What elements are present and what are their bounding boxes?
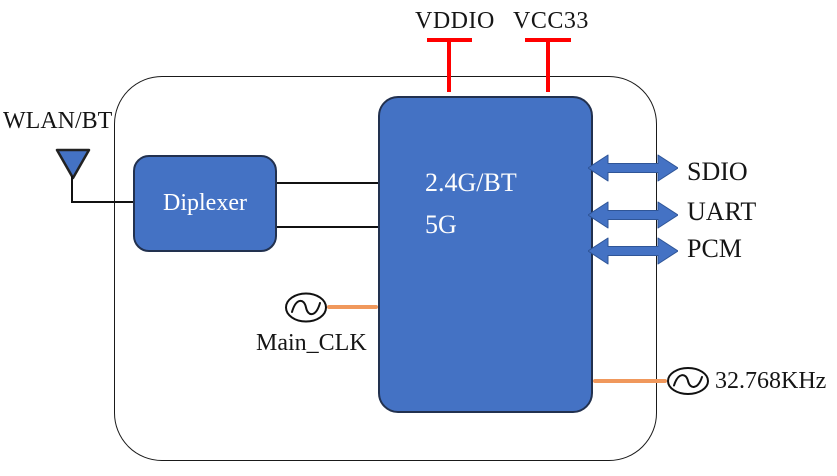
- rtc-clk-line: [593, 379, 667, 383]
- vcc33-label: VCC33: [513, 8, 589, 34]
- main-chip-labels: 2.4G/BT 5G: [425, 162, 517, 246]
- antenna-stem-line: [71, 176, 73, 203]
- sdio-label: SDIO: [687, 157, 748, 186]
- main-chip-line2: 5G: [425, 210, 457, 239]
- vcc33-pin-stem: [546, 38, 550, 92]
- main-clk-label: Main_CLK: [256, 330, 367, 356]
- uart-label: UART: [687, 197, 757, 226]
- main-chip-line1: 2.4G/BT: [425, 168, 517, 197]
- main-clk-line: [327, 305, 378, 309]
- diplexer-label: Diplexer: [163, 190, 247, 216]
- main-clk-oscillator-icon: [285, 292, 327, 323]
- pcm-double-arrow-icon: [588, 237, 678, 265]
- uart-double-arrow-icon: [588, 201, 678, 229]
- rtc-oscillator-icon: [667, 367, 709, 395]
- vddio-label: VDDIO: [415, 8, 495, 34]
- sdio-double-arrow-icon: [588, 154, 678, 182]
- rtc-clk-label: 32.768KHz: [715, 368, 827, 394]
- rf-line-24g: [277, 182, 378, 184]
- vddio-pin-stem: [447, 38, 451, 92]
- antenna-label: WLAN/BT: [3, 108, 113, 134]
- main-chip-block: 2.4G/BT 5G: [378, 96, 593, 413]
- module-boundary: [114, 76, 657, 461]
- antenna-feed-line: [71, 201, 134, 203]
- pcm-label: PCM: [687, 234, 742, 263]
- antenna-icon: [55, 148, 91, 180]
- rf-line-5g: [277, 226, 378, 228]
- diplexer-block: Diplexer: [133, 155, 277, 252]
